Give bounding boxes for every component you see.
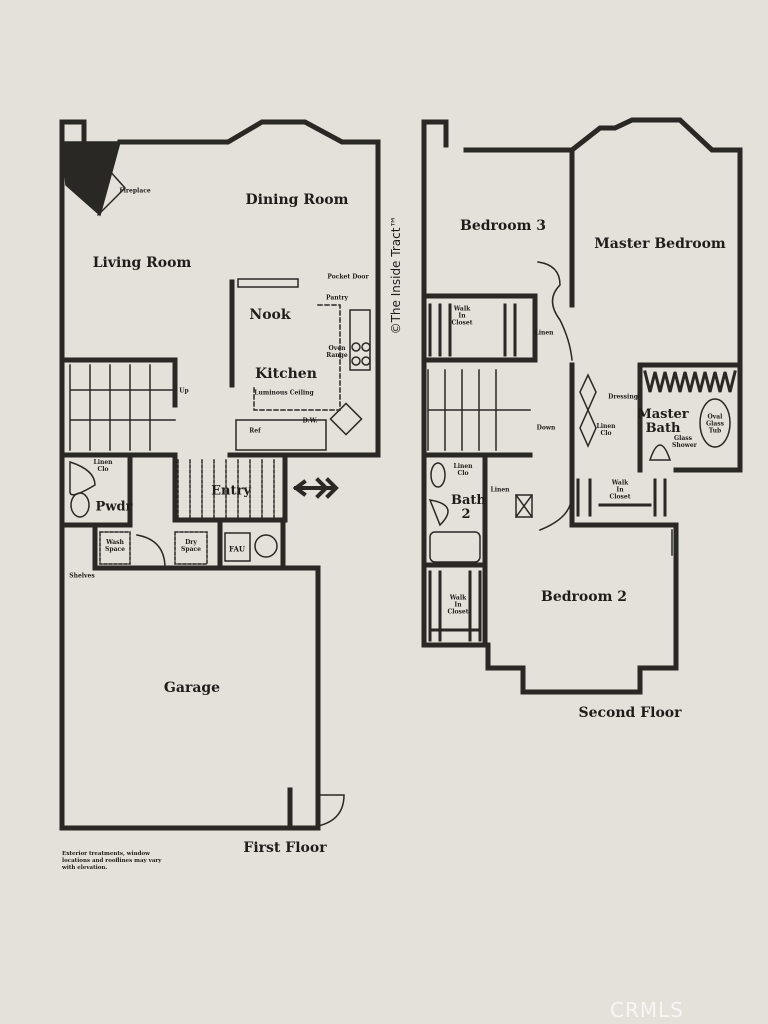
dressing-label: Dressing [608,393,638,401]
pocket-door-label: Pocket Door [327,273,369,281]
linen-closet-label: Linen Clo [93,459,113,473]
bedroom-2-label: Bedroom 2 [540,589,628,605]
second-floor-walls [421,117,743,695]
linen-hall-label: Linen [490,486,510,494]
dining-room-label: Dining Room [245,192,349,208]
fireplace-label: Fireplace [119,187,151,195]
ref-label: Ref [249,427,261,435]
up-label: Up [179,387,189,395]
walk-in-closet-bedroom-2-label: Walk In Closet [447,594,469,616]
wash-space-label: Wash Space [105,539,125,553]
linen-closet-master-label: Linen Clo [596,423,616,437]
walk-in-closet-bedroom-3-label: Walk In Closet [451,305,473,327]
first-floor-walls [59,119,381,831]
oven-range-label: Oven Range [326,345,348,359]
walk-in-closet-master-label: Walk In Closet [609,479,631,501]
shelves-label: Shelves [69,572,95,580]
dry-space-label: Dry Space [181,539,201,553]
bath-2-label: Bath 2 [451,493,486,522]
copyright-watermark: ©The Inside Tract™ [389,215,403,335]
master-bedroom-label: Master Bedroom [594,236,726,252]
second-floor-title: Second Floor [578,705,682,721]
nook-label: Nook [249,307,291,323]
entry-label: Entry [211,483,251,499]
luminous-ceiling-label: Luminous Ceiling [254,389,314,397]
crmls-logo: CRMLS [610,998,684,1022]
dw-label: D.W. [302,417,318,425]
oval-tub-label: Oval Glass Tub [705,413,725,435]
first-floor-details [61,141,371,827]
kitchen-label: Kitchen [255,366,317,382]
linen-closet-bath-2-label: Linen Clo [453,463,473,477]
garage-label: Garage [163,680,221,696]
shower-label: Glass Shower [672,435,697,449]
powder-room-label: Pwdr [95,499,133,515]
fau-label: FAU [228,544,246,554]
second-floor-details [427,261,737,642]
first-floor-title: First Floor [243,840,327,856]
living-room-label: Living Room [92,255,192,271]
footnote: Exterior treatments, window locations an… [62,851,162,871]
master-bath-label: Master Bath [637,407,689,436]
pantry-label: Pantry [325,294,349,302]
down-label: Down [536,424,556,432]
bedroom-3-label: Bedroom 3 [459,218,547,234]
linen-upstairs-label: Linen [534,329,554,337]
